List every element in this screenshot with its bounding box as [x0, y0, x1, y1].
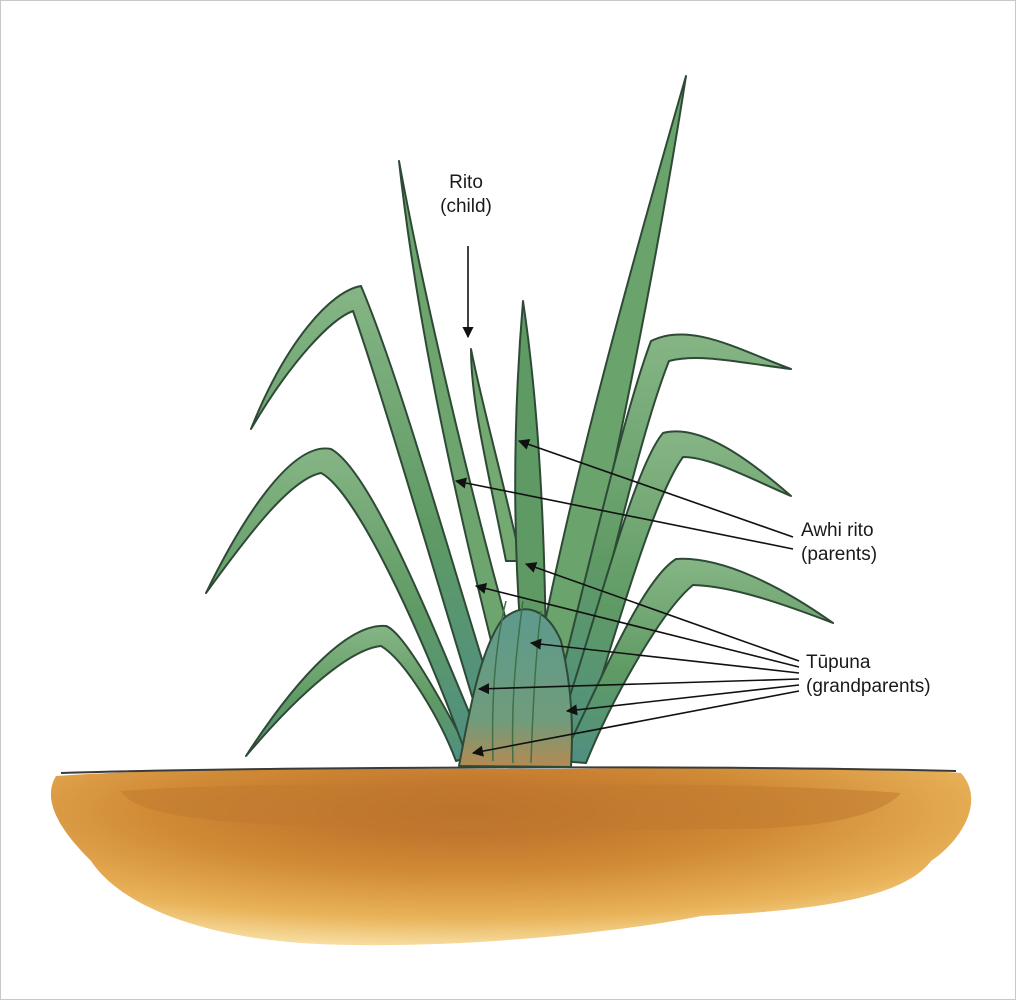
label-tupuna: Tūpuna (grandparents) [806, 651, 931, 699]
label-tupuna-name: Tūpuna [806, 651, 931, 675]
soil [51, 767, 971, 945]
label-rito: Rito (child) [411, 171, 521, 219]
label-rito-name: Rito [411, 171, 521, 195]
label-awhi-rito-meaning: (parents) [801, 543, 877, 567]
label-tupuna-meaning: (grandparents) [806, 675, 931, 699]
label-awhi-rito-name: Awhi rito [801, 519, 877, 543]
label-awhi-rito: Awhi rito (parents) [801, 519, 877, 567]
label-rito-meaning: (child) [411, 195, 521, 219]
